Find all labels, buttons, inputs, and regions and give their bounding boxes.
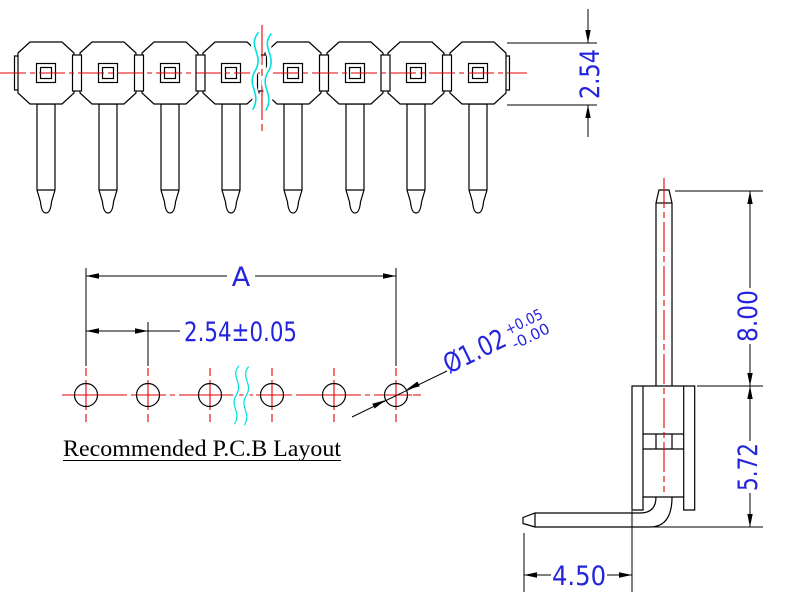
pcb-caption: Recommended P.C.B Layout <box>63 436 342 461</box>
pcb-layout-view: A 2.54±0.05 Ø1.02 +0.05 <box>62 262 553 461</box>
dim-label-hole-diameter: Ø1.02 <box>438 323 511 380</box>
header-pin-unit <box>202 41 260 214</box>
side-body-outline <box>631 385 696 511</box>
header-pin-unit <box>17 41 75 214</box>
header-pin-unit <box>326 41 384 214</box>
pcb-hole <box>255 367 289 423</box>
dim-pin-length: 8.00 <box>675 190 764 387</box>
header-pin-unit <box>449 41 507 214</box>
pcb-hole <box>193 367 227 423</box>
dim-overall-span: A <box>86 262 396 293</box>
dim-label-overall-span: A <box>232 262 251 293</box>
dim-hole-pitch: 2.54±0.05 <box>86 317 297 348</box>
pcb-hole <box>131 367 165 423</box>
dim-label-row-height: 2.54 <box>575 49 606 99</box>
side-view: 8.00 5.72 4.50 <box>522 178 764 592</box>
top-view: 2.54 <box>0 9 606 214</box>
pcb-hole <box>379 367 413 423</box>
header-pin-unit <box>387 41 445 214</box>
dim-hole-diameter: Ø1.02 +0.05 -0.00 <box>351 305 553 418</box>
dim-label-body-and-tail: 5.72 <box>733 443 764 491</box>
bent-tail <box>522 496 673 528</box>
dim-label-tail-length: 4.50 <box>552 561 606 592</box>
dim-row-height: 2.54 <box>507 9 606 137</box>
dim-label-hole-pitch: 2.54±0.05 <box>184 317 297 348</box>
pcb-hole <box>69 367 103 423</box>
dim-body-and-tail: 5.72 <box>648 386 764 528</box>
pcb-hole <box>317 367 351 423</box>
header-pin-unit <box>79 41 137 214</box>
dim-label-pin-length: 8.00 <box>733 290 764 342</box>
dim-tail-length: 4.50 <box>523 511 633 592</box>
header-pin-unit <box>141 41 199 214</box>
pcb-caption-text: Recommended P.C.B Layout <box>63 436 342 461</box>
